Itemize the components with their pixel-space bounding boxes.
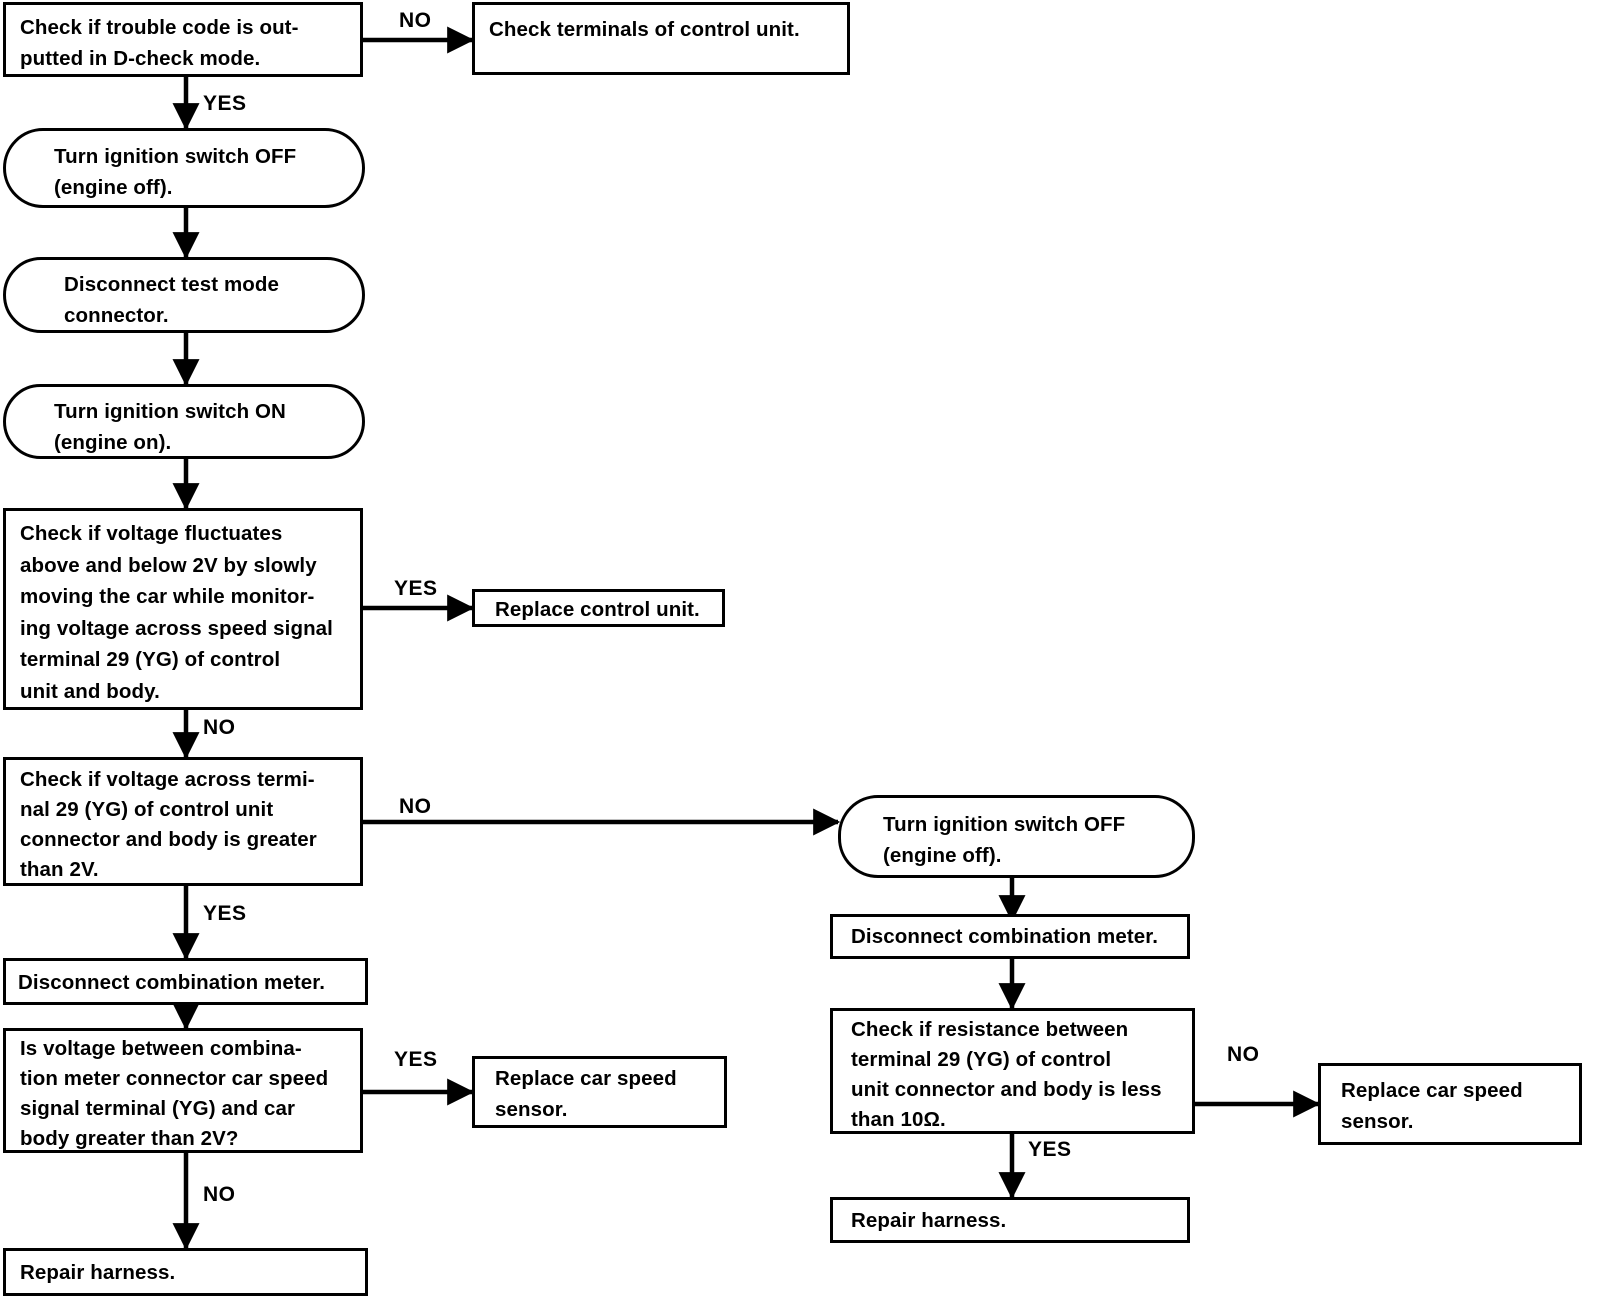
node-disconnect-combination-meter-right[interactable]: Disconnect combination meter. (830, 914, 1190, 959)
node-disconnect-combination-meter-left[interactable]: Disconnect combination meter. (3, 958, 368, 1005)
node-replace-car-speed-sensor-left[interactable]: Replace car speed sensor. (472, 1056, 727, 1128)
node-check-terminals-control-unit[interactable]: Check terminals of control unit. (472, 2, 850, 75)
edge-label-no-2: NO (203, 716, 236, 739)
node-replace-control-unit[interactable]: Replace control unit. (472, 589, 725, 627)
edge-label-yes-5: YES (1028, 1138, 1072, 1161)
node-repair-harness-left[interactable]: Repair harness. (3, 1248, 368, 1296)
edge-label-no-3: NO (399, 795, 432, 818)
node-check-trouble-code[interactable]: Check if trouble code is out- putted in … (3, 2, 363, 77)
node-turn-ignition-on[interactable]: Turn ignition switch ON (engine on). (3, 384, 365, 459)
edge-label-no-4: NO (203, 1183, 236, 1206)
node-turn-ignition-off-2[interactable]: Turn ignition switch OFF (engine off). (838, 795, 1195, 878)
edge-label-yes-3: YES (203, 902, 247, 925)
node-turn-ignition-off-1[interactable]: Turn ignition switch OFF (engine off). (3, 128, 365, 208)
node-is-voltage-combination-meter[interactable]: Is voltage between combina- tion meter c… (3, 1028, 363, 1153)
edge-label-no-1: NO (399, 9, 432, 32)
edge-label-yes-4: YES (394, 1048, 438, 1071)
node-repair-harness-right[interactable]: Repair harness. (830, 1197, 1190, 1243)
node-replace-car-speed-sensor-right[interactable]: Replace car speed sensor. (1318, 1063, 1582, 1145)
edge-label-yes-2: YES (394, 577, 438, 600)
node-check-voltage-terminal-29[interactable]: Check if voltage across termi- nal 29 (Y… (3, 757, 363, 886)
node-check-voltage-fluctuates[interactable]: Check if voltage fluctuates above and be… (3, 508, 363, 710)
edge-label-no-5: NO (1227, 1043, 1260, 1066)
node-check-resistance-terminal-29[interactable]: Check if resistance between terminal 29 … (830, 1008, 1195, 1134)
edge-label-yes-1: YES (203, 92, 247, 115)
node-disconnect-test-mode-connector[interactable]: Disconnect test mode connector. (3, 257, 365, 333)
